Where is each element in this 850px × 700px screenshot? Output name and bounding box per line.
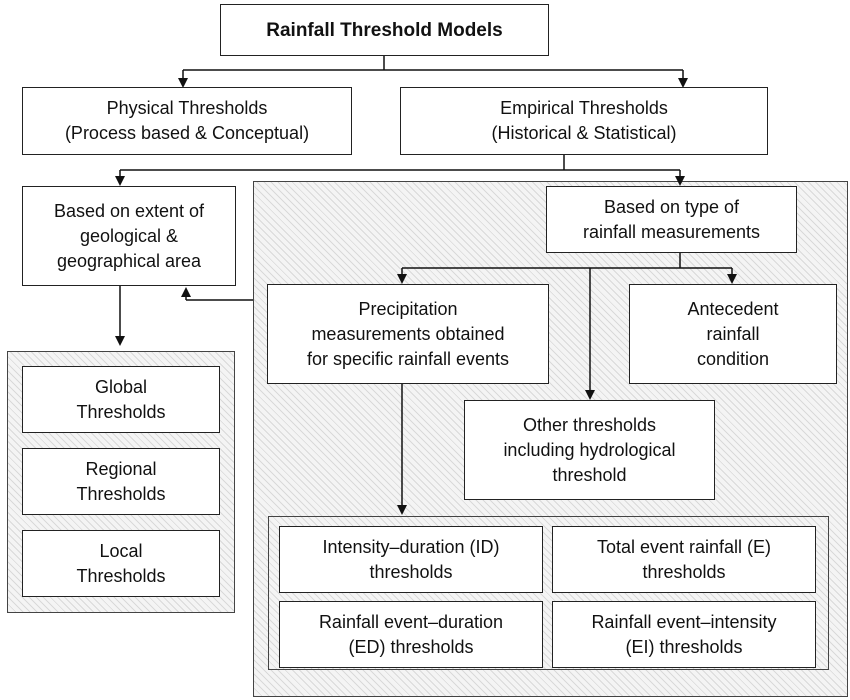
regional-thresholds-box: Regional Thresholds bbox=[22, 448, 220, 515]
precipitation-measurements-label: Precipitation measurements obtained for … bbox=[306, 298, 510, 369]
local-thresholds-label: Local Thresholds bbox=[76, 540, 166, 586]
other-thresholds-label: Other thresholds including hydrological … bbox=[503, 414, 676, 485]
e-thresholds-box: Total event rainfall (E) thresholds bbox=[552, 526, 816, 593]
e-thresholds-label: Total event rainfall (E) thresholds bbox=[596, 536, 772, 582]
regional-thresholds-label: Regional Thresholds bbox=[76, 458, 166, 504]
extent-area-box: Based on extent of geological & geograph… bbox=[22, 186, 236, 286]
global-thresholds-label: Global Thresholds bbox=[76, 376, 166, 422]
ed-thresholds-label: Rainfall event–duration (ED) thresholds bbox=[318, 611, 504, 657]
rainfall-measurement-type-label: Based on type of rainfall measurements bbox=[582, 196, 761, 242]
precipitation-measurements-box: Precipitation measurements obtained for … bbox=[267, 284, 549, 384]
local-thresholds-box: Local Thresholds bbox=[22, 530, 220, 597]
empirical-thresholds-box: Empirical Thresholds (Historical & Stati… bbox=[400, 87, 768, 155]
antecedent-rainfall-box: Antecedent rainfall condition bbox=[629, 284, 837, 384]
physical-thresholds-box: Physical Thresholds (Process based & Con… bbox=[22, 87, 352, 155]
ed-thresholds-box: Rainfall event–duration (ED) thresholds bbox=[279, 601, 543, 668]
rainfall-measurement-type-box: Based on type of rainfall measurements bbox=[546, 186, 797, 253]
empirical-thresholds-label: Empirical Thresholds (Historical & Stati… bbox=[491, 98, 677, 143]
global-thresholds-box: Global Thresholds bbox=[22, 366, 220, 433]
title-label: Rainfall Threshold Models bbox=[266, 19, 503, 41]
title-box: Rainfall Threshold Models bbox=[220, 4, 549, 56]
extent-area-label: Based on extent of geological & geograph… bbox=[53, 200, 205, 271]
physical-thresholds-label: Physical Thresholds (Process based & Con… bbox=[64, 98, 310, 143]
id-thresholds-box: Intensity–duration (ID) thresholds bbox=[279, 526, 543, 593]
id-thresholds-label: Intensity–duration (ID) thresholds bbox=[322, 536, 500, 582]
other-thresholds-box: Other thresholds including hydrological … bbox=[464, 400, 715, 500]
ei-thresholds-box: Rainfall event–intensity (EI) thresholds bbox=[552, 601, 816, 668]
antecedent-rainfall-label: Antecedent rainfall condition bbox=[687, 298, 779, 369]
ei-thresholds-label: Rainfall event–intensity (EI) thresholds bbox=[591, 611, 777, 657]
